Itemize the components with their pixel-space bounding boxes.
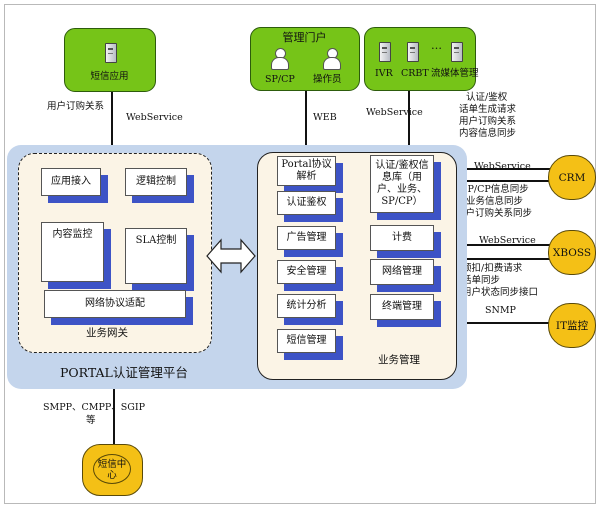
gateway-title: 业务网关 — [86, 327, 128, 339]
protocol-adapt-module: 网络协议适配 — [44, 290, 186, 318]
line-xboss-1 — [445, 244, 550, 246]
sms-app-label: 短信应用 — [90, 71, 129, 82]
sms-center-label: 短信中心 — [93, 454, 131, 484]
webservice-mid-label: WebService — [366, 107, 423, 118]
webservice-left-label: WebService — [126, 112, 183, 123]
auth-db-module: 认证/鉴权信息库（用户、业务、SP/CP） — [370, 155, 434, 213]
bottom-etc-label: 等 — [86, 415, 96, 426]
sms-center-node: 短信中心 — [82, 444, 143, 496]
server-icon — [105, 43, 117, 63]
xboss-line-1: 预扣/扣费请求 — [462, 263, 523, 274]
ivr-server-icon — [379, 42, 391, 62]
stream-server-icon — [451, 42, 463, 62]
crbt-server-icon — [407, 42, 419, 62]
statistics-module: 统计分析 — [277, 294, 336, 318]
line-crm — [445, 180, 550, 182]
terminal-manage-module: 终端管理 — [370, 294, 434, 320]
right-top-line-1: 认证/鉴权 — [466, 92, 508, 103]
crm-webservice-label: WebService — [474, 161, 531, 172]
line-media — [408, 91, 410, 154]
business-title: 业务管理 — [378, 354, 420, 366]
ad-module: 广告管理 — [277, 226, 336, 250]
crm-line-1: SP/CP信息同步 — [461, 184, 529, 195]
crbt-label: CRBT — [401, 68, 429, 79]
web-label: WEB — [313, 112, 337, 123]
sms-manage-module: 短信管理 — [277, 329, 336, 353]
snmp-label: SNMP — [485, 305, 516, 316]
xboss-line-3: 用户状态同步接口 — [462, 287, 539, 298]
crm-line-2: 业务信息同步 — [466, 196, 524, 207]
crm-node: CRM — [548, 155, 596, 200]
sp-cp-label: SP/CP — [265, 74, 295, 85]
billing-module: 计费 — [370, 225, 434, 251]
right-top-line-3: 用户订购关系 — [459, 116, 517, 127]
stream-label: 流媒体管理 — [431, 68, 479, 79]
security-module: 安全管理 — [277, 260, 336, 284]
right-top-line-4: 内容信息同步 — [459, 128, 517, 139]
line-it — [445, 322, 550, 324]
operator-label: 操作员 — [313, 74, 342, 85]
operator-icon-body — [323, 57, 341, 70]
it-monitor-node: IT监控 — [548, 303, 596, 348]
platform-title: PORTAL认证管理平台 — [60, 365, 188, 380]
sms-app-group: 短信应用 — [64, 28, 156, 92]
content-monitor-module: 内容监控 — [41, 222, 104, 282]
crm-line-3: 用户订购关系同步 — [456, 208, 533, 219]
xboss-node: XBOSS — [548, 230, 596, 275]
line-right-top — [445, 168, 550, 170]
bottom-protocols-label: SMPP、CMPP、SGIP — [43, 402, 146, 413]
line-sms-center — [113, 384, 115, 446]
user-icon-body — [271, 57, 289, 70]
media-group: … IVR CRBT 流媒体管理 — [364, 27, 479, 91]
sla-control-module: SLA控制 — [125, 228, 187, 284]
portal-title: 管理门户 — [282, 31, 327, 44]
bidirectional-arrow-icon — [206, 236, 256, 276]
user-subscription-label: 用户订购关系 — [47, 101, 105, 112]
xboss-webservice-label: WebService — [479, 235, 536, 246]
xboss-line-2: 话单同步 — [462, 275, 501, 286]
line-sms-app — [111, 92, 113, 155]
dots-label: … — [431, 39, 442, 52]
ivr-label: IVR — [375, 68, 393, 79]
logic-control-module: 逻辑控制 — [125, 168, 187, 196]
app-access-module: 应用接入 — [41, 168, 101, 196]
portal-parse-module: Portal协议解析 — [277, 156, 336, 186]
line-portal — [305, 90, 307, 154]
network-manage-module: 网络管理 — [370, 259, 434, 285]
line-xboss-2 — [445, 258, 550, 260]
auth-module: 认证鉴权 — [277, 191, 336, 215]
right-top-line-2: 话单生成请求 — [459, 104, 517, 115]
portal-group: 管理门户 SP/CP 操作员 — [250, 27, 360, 91]
